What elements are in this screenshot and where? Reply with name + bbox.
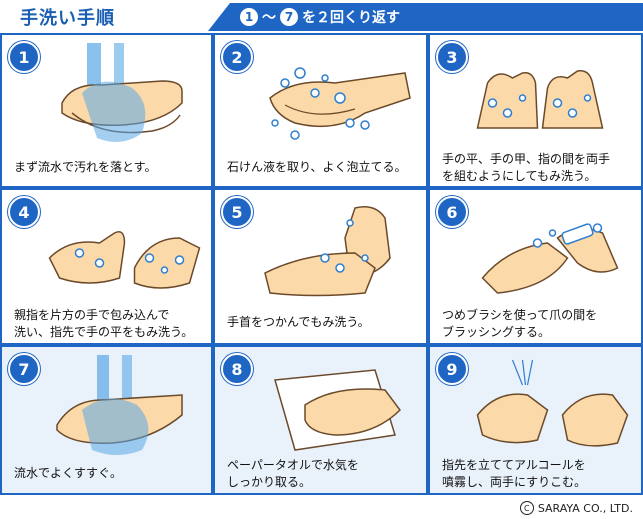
step-cell-1: 1 まず流水で汚れを落とす。 — [2, 35, 211, 186]
page-header: 手洗い手順 1 〜 7 を２回くり返す — [0, 0, 643, 32]
banner-step-to: 7 — [280, 8, 298, 26]
step-cell-4: 4 親指を片方の手で包み込んで 洗い、指先で手の平をもみ洗う。 — [2, 190, 211, 343]
step-caption: 親指を片方の手で包み込んで 洗い、指先で手の平をもみ洗う。 — [14, 308, 194, 339]
step-number-badge: 7 — [8, 353, 40, 385]
repeat-instruction: 1 〜 7 を２回くり返す — [240, 7, 400, 27]
step-cell-6: 6 つめブラシを使って爪の間を ブラッシングする。 — [430, 190, 641, 343]
step-cell-5: 5 手首をつかんでもみ洗う。 — [215, 190, 426, 343]
banner-step-from: 1 — [240, 8, 258, 26]
step-caption: 手の平、手の甲、指の間を両手 を組むようにしてもみ洗う。 — [442, 152, 611, 183]
paper-towel-icon — [274, 369, 401, 451]
nail-brush-icon — [481, 223, 619, 294]
step-caption: 流水でよくすすぐ。 — [14, 466, 123, 480]
step-cell-7: 7 流水でよくすすぐ。 — [2, 347, 211, 493]
copyright-text: SARAYA CO., LTD. — [537, 501, 633, 515]
step-cell-8: 8 ペーパータオルで水気を しっかり取る。 — [215, 347, 426, 493]
soap-lather-hands-icon — [269, 67, 411, 140]
step-caption: 指先を立ててアルコールを 噴霧し、両手にすりこむ。 — [442, 458, 587, 489]
wrist-wash-icon — [264, 206, 391, 297]
step-number-badge: 8 — [221, 353, 253, 385]
step-caption: つめブラシを使って爪の間を ブラッシングする。 — [442, 308, 598, 339]
thumb-wash-icon — [48, 231, 201, 289]
banner-suffix: を２回くり返す — [302, 10, 400, 26]
alcohol-spray-icon — [476, 359, 629, 447]
step-number-badge: 3 — [436, 41, 468, 73]
step-caption: 石けん液を取り、よく泡立てる。 — [227, 160, 407, 174]
step-cell-3: 3 手の平、手の甲、指の間を両手 を組むようにしてもみ洗う。 — [430, 35, 641, 186]
running-water-hands-icon — [61, 43, 183, 142]
step-caption: まず流水で汚れを落とす。 — [14, 160, 157, 174]
step-caption: 手首をつかんでもみ洗う。 — [227, 315, 370, 329]
step-cell-2: 2 石けん液を取り、よく泡立てる。 — [215, 35, 426, 186]
steps-grid: 1 まず流水で汚れを落とす。 2 石けん液を取り、よく泡立てる。 3 — [0, 33, 643, 495]
step-number-badge: 1 — [8, 41, 40, 73]
step-caption: ペーパータオルで水気を しっかり取る。 — [227, 458, 359, 489]
banner-tilde: 〜 — [262, 10, 276, 26]
interlaced-fingers-icon — [476, 70, 604, 129]
rinse-water-icon — [56, 355, 183, 455]
copyright-icon: C — [519, 501, 534, 515]
step-number-badge: 9 — [436, 353, 468, 385]
step-number-badge: 6 — [436, 196, 468, 228]
page-title: 手洗い手順 — [20, 8, 115, 29]
step-number-badge: 4 — [8, 196, 40, 228]
step-number-badge: 2 — [221, 41, 253, 73]
step-cell-9: 9 指先を立ててアルコールを 噴霧し、両手にすりこむ。 — [430, 347, 641, 493]
copyright-notice: C SARAYA CO., LTD. — [519, 501, 633, 515]
step-number-badge: 5 — [221, 196, 253, 228]
